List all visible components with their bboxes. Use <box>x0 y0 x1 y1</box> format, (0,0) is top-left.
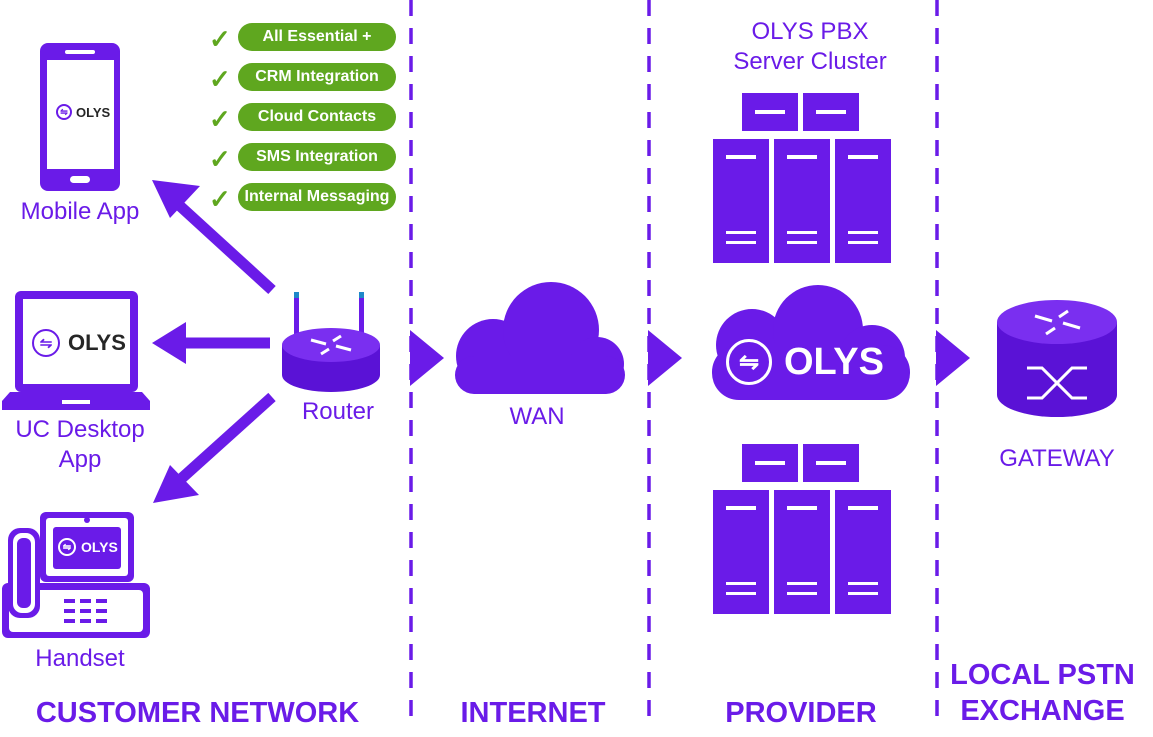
olys-logo-desktop: ⇋ OLYS <box>32 329 126 357</box>
olys-logo-handset: ⇋ OLYS <box>58 538 118 556</box>
server-rack-icon <box>713 93 891 263</box>
zone-provider: PROVIDER <box>725 697 877 729</box>
flow-arrow-icon <box>648 330 682 386</box>
feature-pill: Internal Messaging <box>238 183 396 211</box>
server-rack-icon <box>713 444 891 614</box>
olys-logo-cloud: ⇋ OLYS <box>726 339 884 385</box>
laptop-icon <box>2 291 150 410</box>
feature-pill: SMS Integration <box>238 143 396 171</box>
wan-label: WAN <box>509 403 565 430</box>
check-icon: ✓ <box>209 24 231 54</box>
flow-arrow-icon <box>410 330 444 386</box>
olys-logo-icon: ⇋ <box>726 339 772 385</box>
router-label: Router <box>301 398 375 425</box>
zone-customer-network: CUSTOMER NETWORK <box>35 697 360 729</box>
check-icon: ✓ <box>209 64 231 94</box>
brand-text: OLYS <box>76 104 111 120</box>
olys-logo-icon: ⇋ <box>58 538 76 556</box>
gateway-icon <box>997 300 1117 417</box>
zone-pstn-line2: EXCHANGE <box>960 695 1125 727</box>
desktop-app-label-line2: App <box>58 446 102 473</box>
zone-internet: INTERNET <box>460 697 606 729</box>
arrow-icon <box>152 180 276 503</box>
zone-pstn-line1: LOCAL PSTN <box>950 659 1135 691</box>
check-icon: ✓ <box>209 144 231 174</box>
router-icon <box>282 292 380 392</box>
mobile-app-label: Mobile App <box>20 198 140 225</box>
olys-logo-mobile: ⇋ OLYS <box>56 104 110 120</box>
feature-pill: Cloud Contacts <box>238 103 396 131</box>
gateway-label: GATEWAY <box>999 445 1115 472</box>
check-icon: ✓ <box>209 104 231 134</box>
flow-arrow-icon <box>936 330 970 386</box>
server-cluster-label-line1: OLYS PBX <box>751 18 869 45</box>
server-cluster-label-line2: Server Cluster <box>733 48 887 75</box>
feature-pill: CRM Integration <box>238 63 396 91</box>
desktop-app-label-line1: UC Desktop <box>15 416 145 443</box>
handset-label: Handset <box>35 645 125 672</box>
desk-phone-icon <box>2 512 150 638</box>
brand-text: OLYS <box>784 340 884 383</box>
check-icon: ✓ <box>209 184 231 214</box>
cloud-icon <box>455 282 625 394</box>
olys-logo-icon: ⇋ <box>56 104 72 120</box>
brand-text: OLYS <box>68 330 126 355</box>
brand-text: OLYS <box>81 539 118 555</box>
feature-pill: All Essential + <box>238 23 396 51</box>
olys-logo-icon: ⇋ <box>32 329 60 357</box>
